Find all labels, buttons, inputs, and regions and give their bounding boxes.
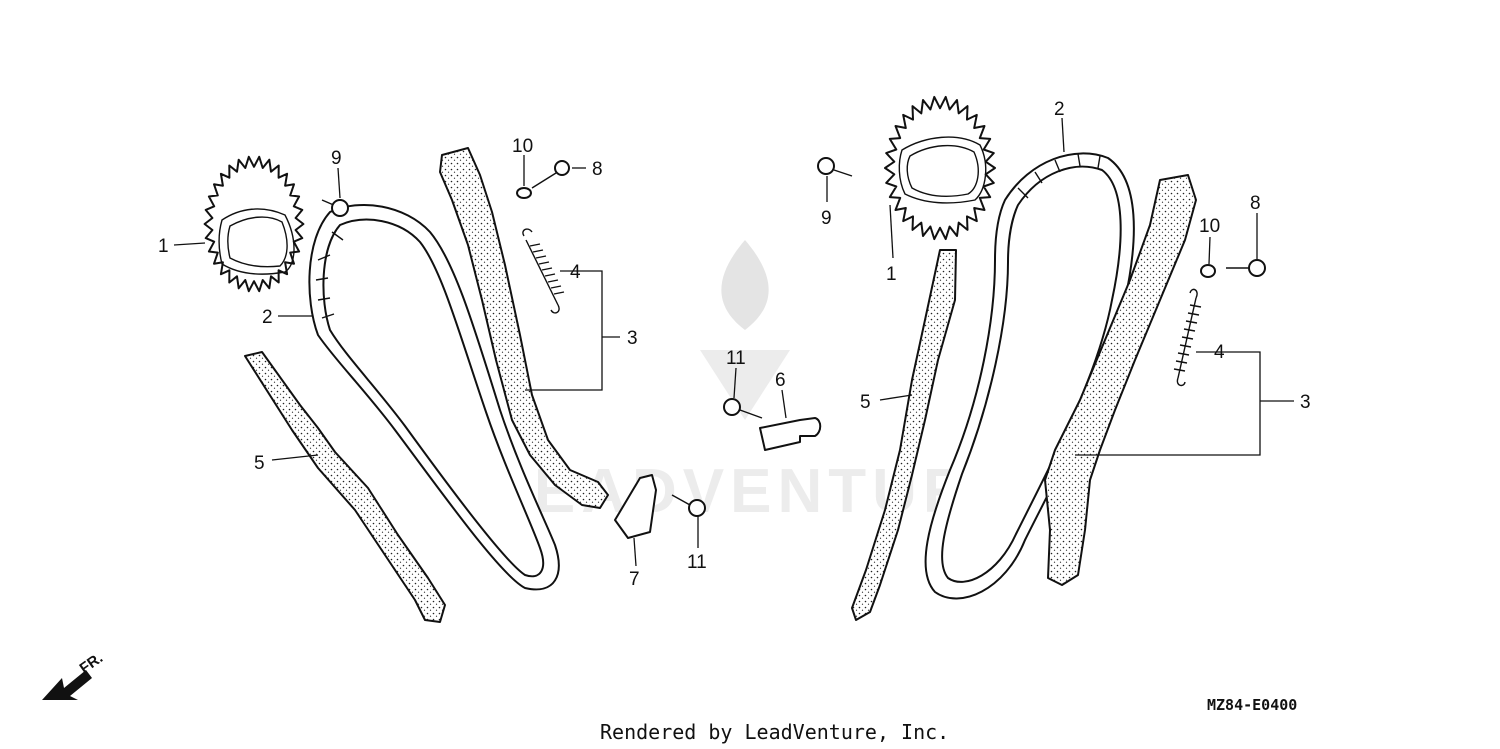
- right-tensioner-arm: [1044, 174, 1197, 586]
- callout-center-bolt-upper: 11: [726, 348, 746, 369]
- callout-right-sprocket: 1: [886, 264, 897, 285]
- callout-left-chain: 2: [262, 307, 273, 328]
- left-tensioner-bolt: [531, 160, 570, 189]
- right-cam-sprocket: [884, 95, 996, 241]
- left-tensioner-spring: [522, 228, 565, 314]
- callout-right-tensioner-arm: 3: [1300, 392, 1311, 413]
- leader-left-1: [173, 242, 206, 246]
- footer-credit: Rendered by LeadVenture, Inc.: [600, 720, 949, 744]
- leader-center-7: [633, 537, 637, 567]
- right-tensioner-spring: [1173, 288, 1202, 387]
- right-assembly: 1 2 3 4 5 9 10 8: [817, 95, 1311, 621]
- leader-left-5: [271, 454, 319, 461]
- left-chain-guide: [244, 351, 446, 623]
- center-plate: [614, 474, 657, 539]
- center-parts: 11 6 7 11: [614, 348, 822, 590]
- leader-right-5: [879, 394, 913, 401]
- callout-right-guide: 5: [860, 392, 871, 413]
- left-washer: [516, 187, 532, 199]
- callout-center-plate: 7: [629, 569, 640, 590]
- callout-left-washer: 10: [512, 136, 533, 157]
- right-cam-chain: [924, 152, 1135, 600]
- right-tensioner-bolt: [1226, 259, 1266, 277]
- callout-left-collar: 9: [331, 148, 342, 169]
- leader-left-4-3: [525, 270, 603, 391]
- callout-right-washer: 10: [1199, 216, 1220, 237]
- callout-left-guide: 5: [254, 453, 265, 474]
- center-lower-bolt: [671, 494, 706, 517]
- leader-right-1: [889, 204, 894, 259]
- center-bracket: [759, 417, 822, 451]
- callout-center-bolt-lower: 11: [687, 552, 707, 573]
- left-collar-bolt: [321, 199, 349, 217]
- center-upper-bolt: [723, 398, 763, 419]
- leader-right-4-3: [1075, 351, 1261, 456]
- right-chain-guide: [851, 249, 957, 621]
- left-cam-chain: [308, 204, 560, 591]
- left-cam-sprocket: [203, 155, 305, 293]
- front-arrow-icon: [42, 670, 92, 700]
- callout-left-spring: 4: [570, 262, 581, 283]
- leader-center-6: [781, 389, 787, 419]
- front-label: FR.: [77, 649, 107, 677]
- callout-right-collar: 9: [821, 208, 832, 229]
- left-assembly: 1 2 3 4 5 9 10 8: [158, 136, 638, 623]
- callout-left-tensioner-arm: 3: [627, 328, 638, 349]
- leader-center-11a: [733, 367, 737, 399]
- callout-right-bolt: 8: [1250, 193, 1261, 214]
- callout-center-bracket: 6: [775, 370, 786, 391]
- leader-left-9: [337, 167, 341, 199]
- leader-right-2: [1061, 117, 1065, 153]
- leader-right-10: [1208, 236, 1211, 265]
- front-direction-indicator: FR.: [42, 649, 106, 700]
- callout-left-bolt: 8: [592, 159, 603, 180]
- diagram-code: MZ84-E0400: [1207, 696, 1297, 714]
- callout-right-spring: 4: [1214, 342, 1225, 363]
- right-washer: [1200, 264, 1216, 278]
- callout-right-chain: 2: [1054, 99, 1065, 120]
- left-tensioner-arm: [439, 147, 609, 509]
- callout-left-sprocket: 1: [158, 236, 169, 257]
- right-collar-bolt: [817, 157, 853, 177]
